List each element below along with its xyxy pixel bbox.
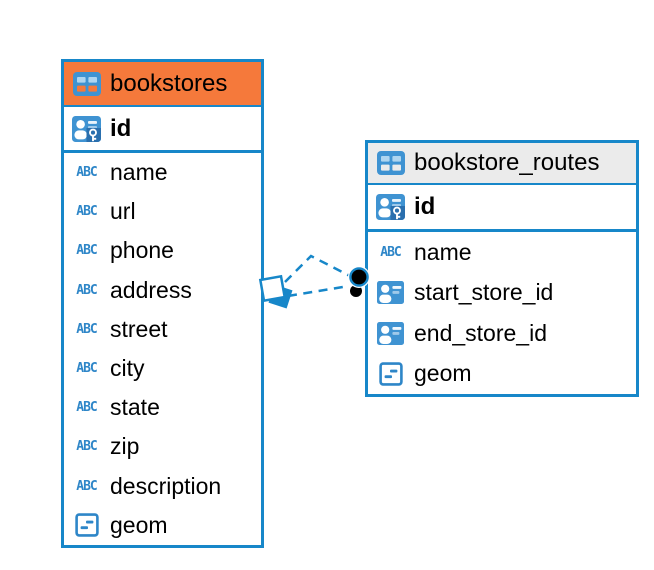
column-row[interactable]: ABC state: [64, 388, 261, 427]
column-label: name: [414, 238, 472, 265]
abc-text-icon: ABC: [76, 400, 98, 416]
column-row[interactable]: end_store_id: [368, 313, 636, 354]
column-label: geom: [110, 511, 168, 538]
relationship-line-upper: [284, 254, 351, 283]
column-row[interactable]: ABC name: [64, 153, 261, 192]
column-label: url: [110, 198, 136, 225]
column-row-primary-key[interactable]: id: [64, 107, 261, 153]
column-label: start_store_id: [414, 279, 554, 306]
column-label: id: [110, 114, 132, 142]
column-row[interactable]: geom: [368, 354, 636, 395]
table-header[interactable]: bookstores: [64, 62, 261, 107]
column-label: name: [110, 159, 168, 186]
column-row[interactable]: ABC phone: [64, 231, 261, 270]
abc-text-icon: ABC: [76, 439, 98, 455]
column-row[interactable]: geom: [64, 506, 261, 545]
foreign-key-person-icon: [376, 321, 405, 345]
relationship-marker-squares: [258, 274, 293, 309]
foreign-key-person-icon: [376, 281, 405, 305]
table-icon: [376, 151, 405, 175]
abc-text-icon: ABC: [76, 282, 98, 298]
abc-text-icon: ABC: [76, 478, 98, 494]
column-row[interactable]: ABC address: [64, 271, 261, 310]
table-title: bookstores: [110, 69, 228, 97]
column-label: phone: [110, 237, 174, 264]
primary-key-person-icon: [376, 194, 405, 220]
column-row[interactable]: ABC url: [64, 192, 261, 231]
abc-text-icon: ABC: [76, 321, 98, 337]
column-row[interactable]: ABC street: [64, 310, 261, 349]
column-row[interactable]: ABC city: [64, 349, 261, 388]
column-label: city: [110, 355, 145, 382]
column-label: id: [414, 193, 436, 220]
column-label: state: [110, 394, 160, 421]
column-label: address: [110, 276, 192, 303]
column-row[interactable]: ABC description: [64, 467, 261, 506]
column-row[interactable]: start_store_id: [368, 273, 636, 314]
abc-text-icon: ABC: [76, 204, 98, 220]
column-row-primary-key[interactable]: id: [368, 185, 636, 232]
abc-text-icon: ABC: [76, 361, 98, 377]
abc-text-icon: ABC: [76, 165, 98, 181]
primary-key-person-icon: [72, 115, 101, 142]
abc-text-icon: ABC: [76, 243, 98, 259]
relationship-line-lower: [287, 284, 350, 298]
column-label: description: [110, 472, 222, 499]
geometry-icon: [376, 362, 405, 386]
table-bookstore-routes[interactable]: bookstore_routes id ABC name start_store_…: [365, 140, 639, 397]
table-title: bookstore_routes: [414, 149, 600, 176]
table-icon: [72, 71, 101, 96]
column-label: geom: [414, 360, 472, 387]
column-label: zip: [110, 433, 140, 460]
geometry-icon: [72, 513, 101, 537]
abc-text-icon: ABC: [380, 244, 402, 260]
column-row[interactable]: ABC name: [368, 232, 636, 273]
column-list: ABC name start_store_id end_store_id geom: [368, 232, 636, 394]
table-header[interactable]: bookstore_routes: [368, 143, 636, 185]
column-label: street: [110, 315, 168, 342]
column-row[interactable]: ABC zip: [64, 427, 261, 466]
column-label: end_store_id: [414, 319, 547, 346]
